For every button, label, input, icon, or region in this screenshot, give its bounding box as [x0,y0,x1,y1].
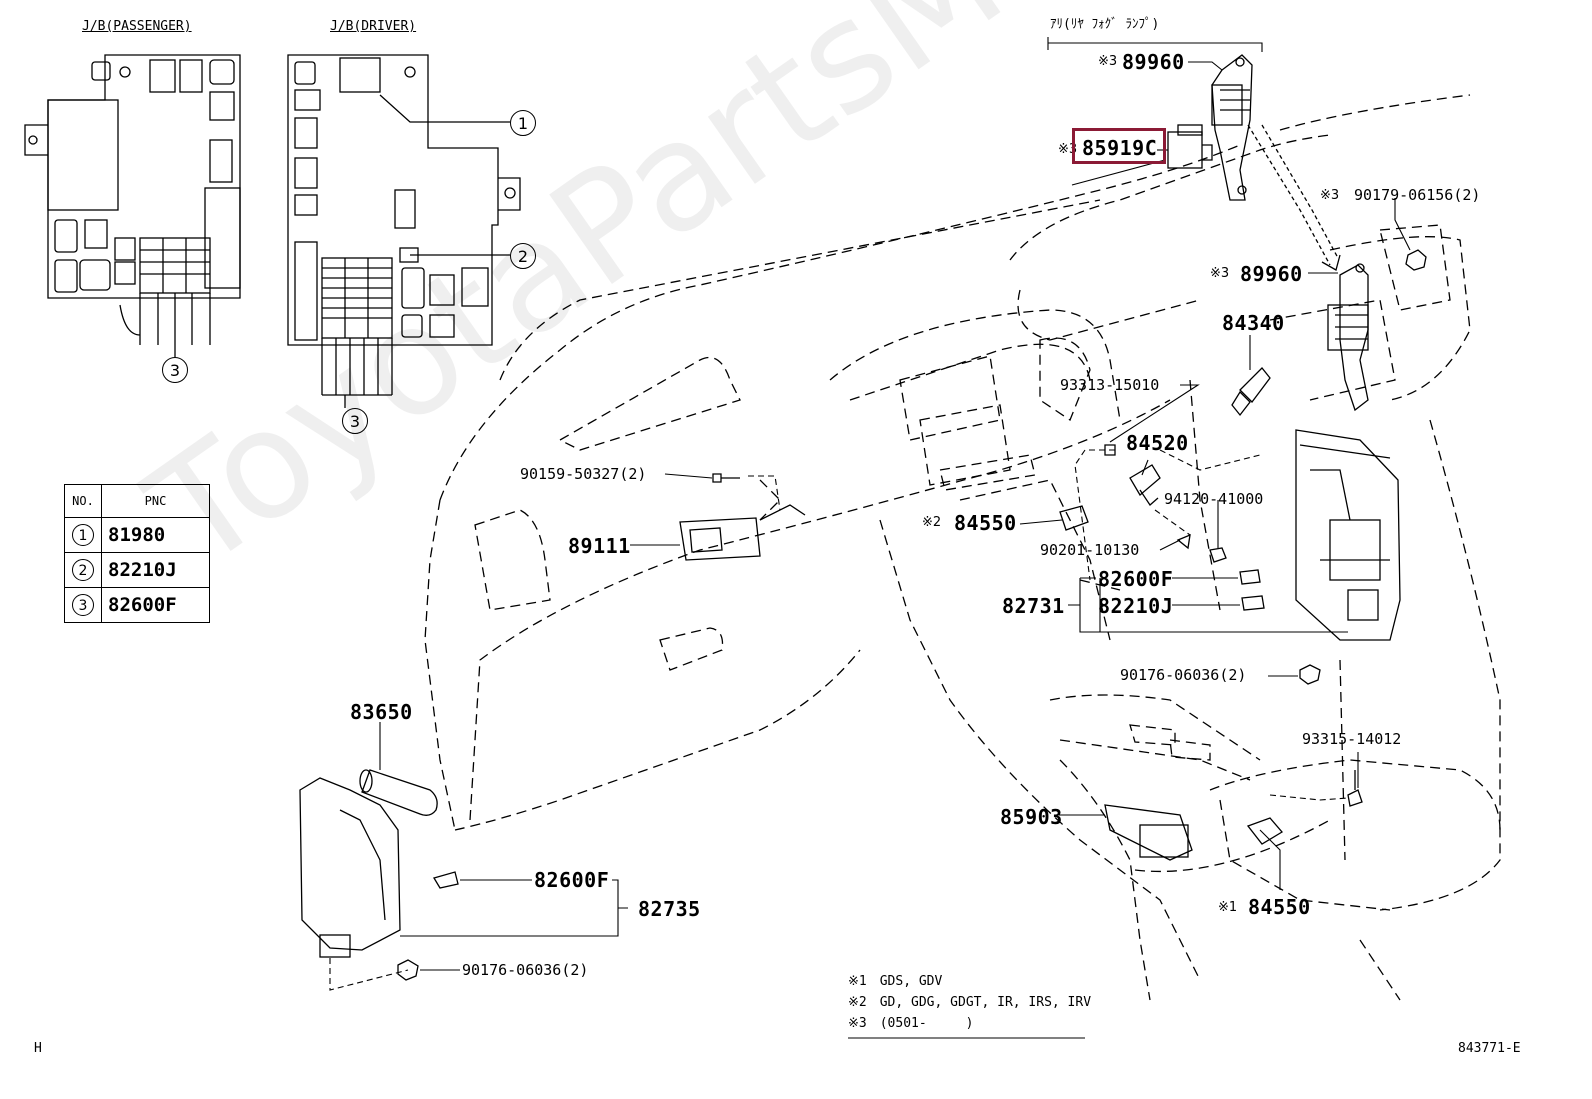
jb-passenger-label: J/B(PASSENGER) [82,19,192,34]
jb-driver-label: J/B(DRIVER) [330,19,417,34]
pnc-table-header: NO. PNC [64,484,210,518]
note-3: ※3 (0501- ) [848,1016,974,1031]
part-85903[interactable]: 85903 [1000,805,1063,829]
part-93313-15010[interactable]: 93313-15010 [1060,376,1160,394]
pnc-table: NO. PNC 1 81980 2 82210J 3 82600F [64,484,210,623]
part-82210j[interactable]: 82210J [1098,594,1174,618]
note-1: ※1 GDS, GDV [848,974,943,989]
pnc-row-no: 3 [72,594,94,616]
pnc-row-value[interactable]: 81980 [101,517,210,553]
pnc-header-no: NO. [64,484,102,518]
part-83650[interactable]: 83650 [350,700,413,724]
callout-circle-3-driver: 3 [342,408,368,434]
part-90179-mark: ※3 [1320,188,1340,203]
part-93315-14012[interactable]: 93315-14012 [1302,730,1402,748]
pnc-row[interactable]: 1 81980 [64,517,210,553]
part-89960-upper-mark: ※3 [1098,54,1118,69]
part-82600f-left[interactable]: 82600F [534,868,610,892]
jb-passenger-drawing [24,54,241,357]
jb-driver-drawing [287,54,521,408]
callout-circle-2: 2 [510,243,536,269]
pnc-row-value[interactable]: 82600F [101,587,210,623]
part-82731[interactable]: 82731 [1002,594,1065,618]
part-85919c[interactable]: 85919C [1082,136,1158,160]
note-2: ※2 GD, GDG, GDGT, IR, IRS, IRV [848,995,1092,1010]
pnc-row[interactable]: 3 82600F [64,587,210,623]
part-84550-lower-mark: ※1 [1218,900,1238,915]
part-84550-lower[interactable]: 84550 [1248,895,1311,919]
part-89111[interactable]: 89111 [568,534,631,558]
part-89960-lower[interactable]: 89960 [1240,262,1303,286]
component-drawings [299,54,1427,981]
part-90159-50327[interactable]: 90159-50327(2) [520,465,647,483]
dashboard-outline [424,94,1501,1001]
pnc-header-pnc: PNC [101,484,210,518]
footer-left-code: H [34,1041,42,1056]
part-82600f-right[interactable]: 82600F [1098,567,1174,591]
part-84550-upper-mark: ※2 [922,515,942,530]
part-84550-upper[interactable]: 84550 [954,511,1017,535]
callout-circle-3-passenger: 3 [162,357,188,383]
group-label: ｱﾘ(ﾘﾔ ﾌｫｸﾞ ﾗﾝﾌﾟ) [1050,17,1160,32]
part-highlight-box [1072,128,1166,164]
part-90201-10130[interactable]: 90201-10130 [1040,541,1140,559]
part-82735[interactable]: 82735 [638,897,701,921]
figure-number: 843771-E [1458,1041,1521,1056]
part-90176-06036-left[interactable]: 90176-06036(2) [462,961,589,979]
part-89960-upper[interactable]: 89960 [1122,50,1185,74]
pnc-row-no: 2 [72,559,94,581]
leader-lines [329,37,1411,1039]
part-90176-06036-right[interactable]: 90176-06036(2) [1120,666,1247,684]
part-84520[interactable]: 84520 [1126,431,1189,455]
pnc-row-no: 1 [72,524,94,546]
part-90179-06156[interactable]: 90179-06156(2) [1354,186,1481,204]
part-89960-lower-mark: ※3 [1210,266,1230,281]
pnc-row[interactable]: 2 82210J [64,552,210,588]
callout-circle-1: 1 [510,110,536,136]
part-84340[interactable]: 84340 [1222,311,1285,335]
part-94120-41000[interactable]: 94120-41000 [1164,490,1264,508]
pnc-row-value[interactable]: 82210J [101,552,210,588]
